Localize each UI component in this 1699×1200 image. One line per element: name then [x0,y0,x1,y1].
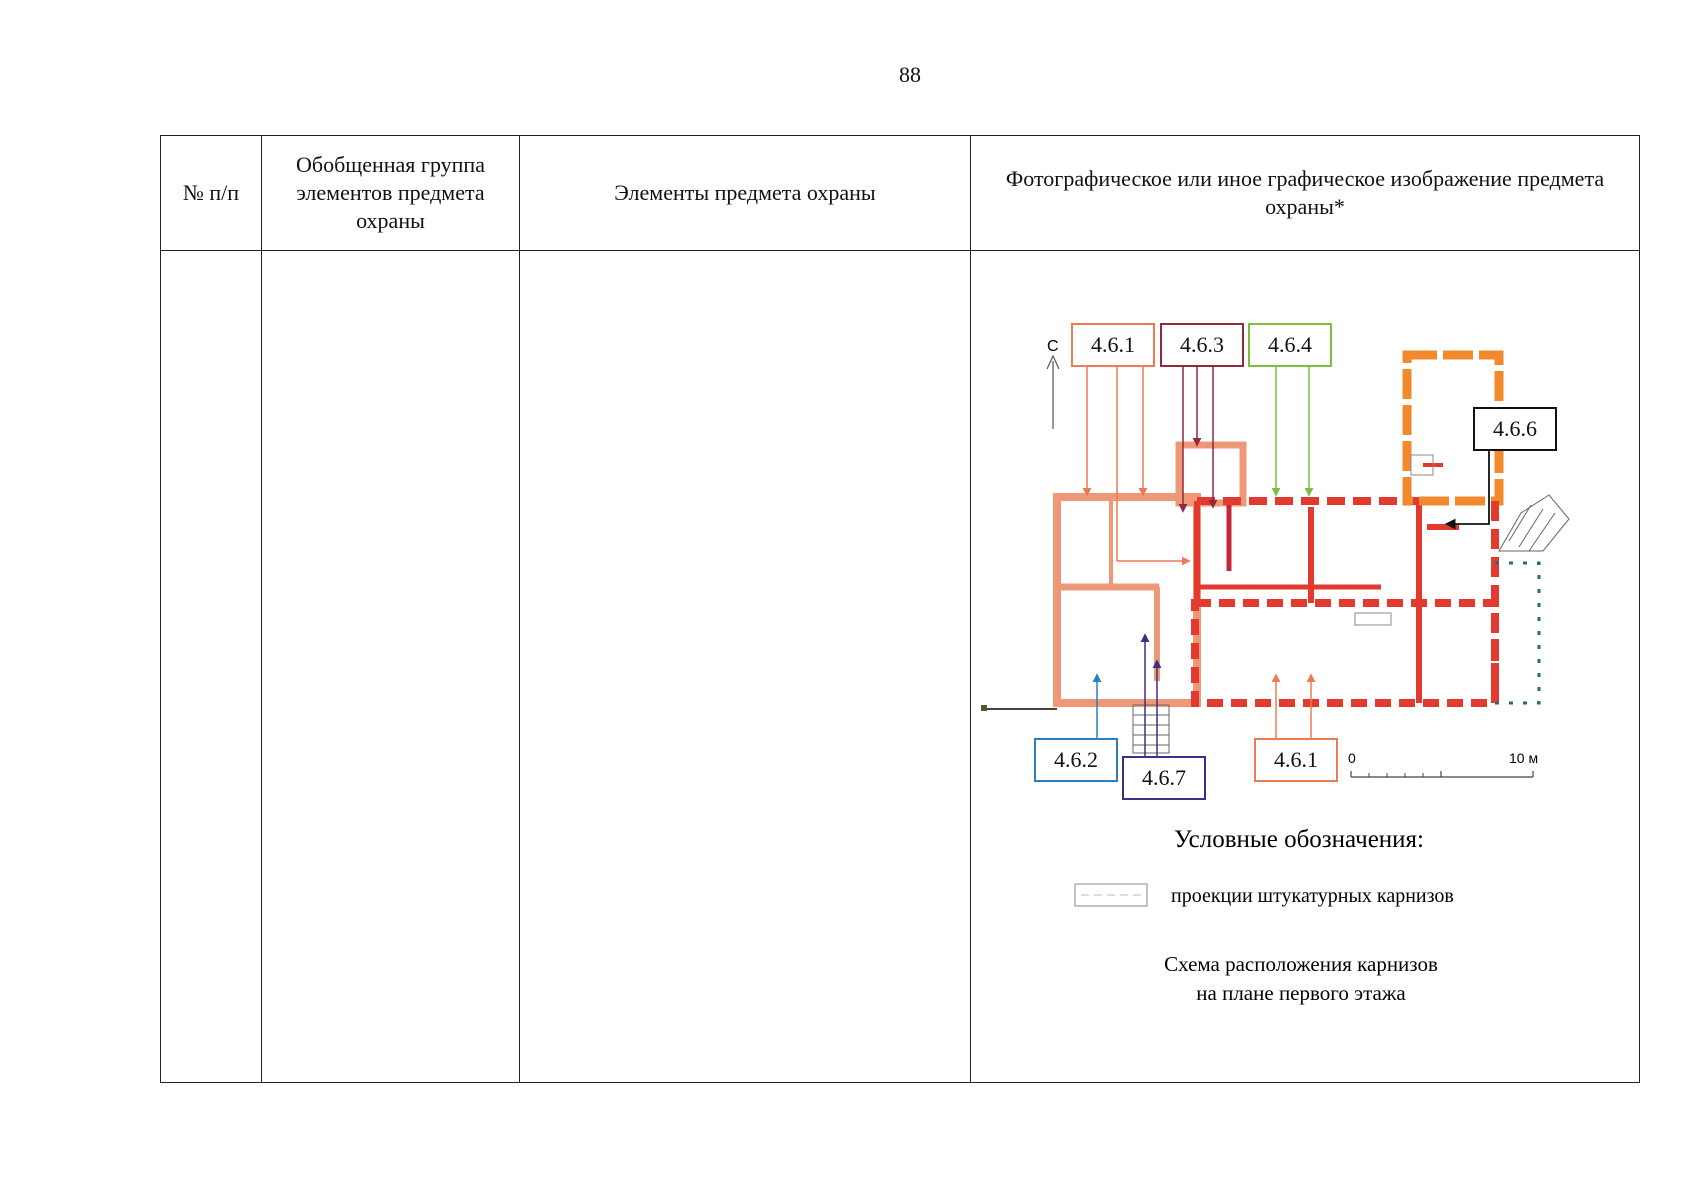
svg-text:4.6.1: 4.6.1 [1274,747,1318,772]
external-staircase [1498,494,1570,552]
scale-start: 0 [1348,750,1356,766]
callout-4-6-2: 4.6.2 [1034,673,1118,782]
south-hall-walls [1191,599,1499,707]
callout-4-6-4: 4.6.4 [1248,323,1332,497]
cell-number [160,250,262,1083]
floor-plan-figure: С [981,323,1570,1005]
legend-title: Условные обозначения: [1174,826,1424,853]
header-group: Обобщенная группа элементов предмета охр… [261,135,520,251]
left-wing-walls [1053,493,1201,707]
cell-figure: С [970,250,1640,1083]
entrance-steps [1132,704,1170,754]
svg-text:4.6.6: 4.6.6 [1493,416,1537,441]
header-number: № п/п [160,135,262,251]
svg-text:4.6.3: 4.6.3 [1180,332,1224,357]
svg-text:4.6.7: 4.6.7 [1142,765,1186,790]
caption-line-1: Схема расположения карнизов [1164,952,1438,976]
svg-text:4.6.1: 4.6.1 [1091,332,1135,357]
callout-4-6-1-bottom: 4.6.1 [1254,673,1338,782]
protection-table: № п/п Обобщенная группа элементов предме… [160,135,1640,1083]
scale-end: 10 м [1509,750,1538,766]
callout-4-6-1-top: 4.6.1 [1071,323,1191,566]
scale-bar: 0 10 м [1348,750,1538,778]
table-header-row: № п/п Обобщенная группа элементов предме… [160,135,1640,251]
callout-4-6-7: 4.6.7 [1122,633,1206,800]
callout-4-6-6: 4.6.6 [1444,407,1557,530]
caption-line-2: на плане первого этажа [1196,981,1406,1005]
page-number: 88 [899,62,921,87]
header-image: Фотографическое или иное графическое изо… [970,135,1640,251]
svg-text:4.6.2: 4.6.2 [1054,747,1098,772]
table-row: С [160,250,1640,1083]
callout-4-6-3: 4.6.3 [1160,323,1244,513]
north-letter: С [1047,338,1059,355]
cell-elements [519,250,971,1083]
svg-text:4.6.4: 4.6.4 [1268,332,1312,357]
north-arrow: С [1046,338,1060,429]
cell-group [261,250,520,1083]
header-elements: Элементы предмета охраны [519,135,971,251]
legend-item-label: проекции штукатурных карнизов [1171,885,1454,907]
